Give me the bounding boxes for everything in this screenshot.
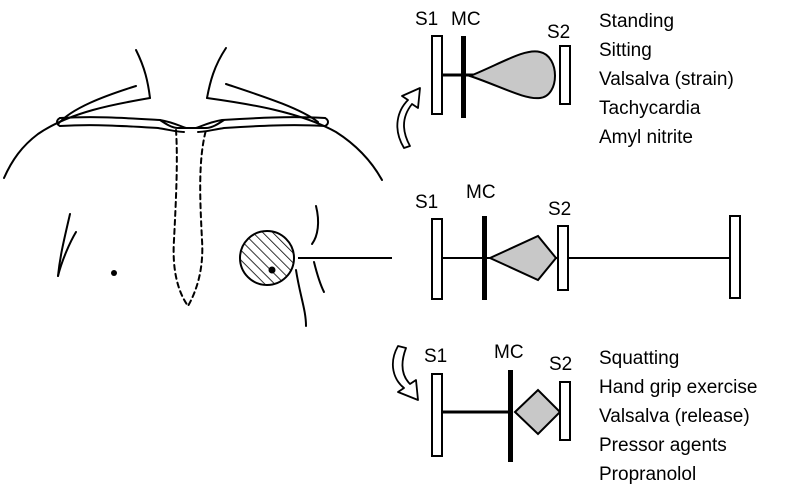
bottom-s2-bar bbox=[559, 381, 571, 441]
middle-s1-bar bbox=[431, 218, 443, 300]
middle-s2-bar bbox=[557, 225, 569, 291]
bottom-condition: Squatting bbox=[599, 348, 679, 369]
top-condition: Valsalva (strain) bbox=[599, 69, 734, 90]
top-condition: Tachycardia bbox=[599, 98, 701, 119]
auscultation-site bbox=[239, 230, 295, 286]
top-panel: S1 MC S2 Standing Sitting Valsalva (stra… bbox=[396, 9, 734, 149]
middle-s1-label: S1 bbox=[415, 192, 438, 213]
bottom-mc-label: MC bbox=[494, 342, 524, 363]
top-mc-label: MC bbox=[451, 9, 481, 30]
bottom-mc-bar bbox=[508, 370, 513, 462]
curved-arrow-up-icon bbox=[396, 87, 421, 149]
middle-mc-bar bbox=[482, 216, 487, 300]
top-mc-bar bbox=[461, 36, 466, 118]
middle-panel: S1 MC S2 bbox=[415, 182, 741, 300]
bottom-s1-label: S1 bbox=[424, 346, 447, 367]
top-s1-bar bbox=[431, 35, 443, 115]
top-condition: Standing bbox=[599, 11, 674, 32]
torso-outline bbox=[3, 47, 383, 327]
top-s2-label: S2 bbox=[547, 22, 570, 43]
middle-mc-label: MC bbox=[466, 182, 496, 203]
bottom-condition: Valsalva (release) bbox=[599, 406, 750, 427]
bottom-panel: S1 MC S2 Squatting Hand grip exercise Va… bbox=[391, 342, 757, 485]
top-s2-bar bbox=[559, 45, 571, 105]
top-condition: Amyl nitrite bbox=[599, 127, 693, 148]
middle-s2-label: S2 bbox=[548, 199, 571, 220]
left-nipple bbox=[111, 270, 117, 276]
top-murmur-shape bbox=[467, 50, 556, 100]
middle-murmur-shape bbox=[487, 234, 558, 282]
bottom-s2-label: S2 bbox=[549, 354, 572, 375]
bottom-condition: Hand grip exercise bbox=[599, 377, 757, 398]
bottom-murmur-shape bbox=[513, 388, 562, 436]
bottom-s1-bar bbox=[431, 373, 443, 457]
top-condition: Sitting bbox=[599, 40, 652, 61]
middle-next-s1-bar bbox=[729, 215, 741, 299]
bottom-condition: Pressor agents bbox=[599, 435, 727, 456]
bottom-condition: Propranolol bbox=[599, 464, 696, 485]
curved-arrow-down-icon bbox=[391, 345, 419, 401]
top-s1-label: S1 bbox=[415, 9, 438, 30]
